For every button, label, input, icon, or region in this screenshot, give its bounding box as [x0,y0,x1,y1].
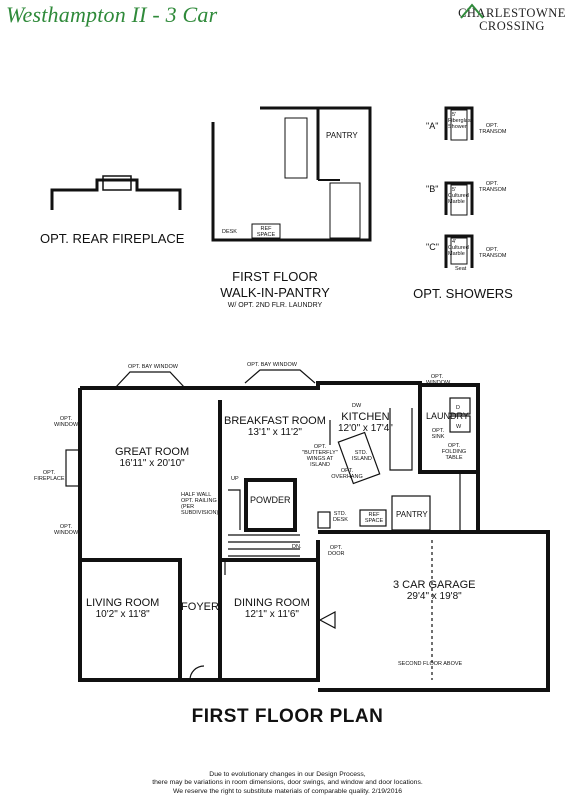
std-island-note: STD. ISLAND [352,450,372,463]
pantry-inset-title-3: W/ OPT. 2ND FLR. LAUNDRY [227,302,323,309]
logo-mark-icon [460,3,484,19]
bay-window-left-note: OPT. BAY WINDOW [128,364,178,370]
brand-logo: CHARLESTOWNE CROSSING [457,3,567,34]
disclaimer-line-1: Due to evolutionary changes in our Desig… [209,771,366,778]
dw-note: DW [352,403,362,409]
foyer-label: FOYER [181,601,219,613]
shower-c-label: "C" [426,242,439,252]
opt-window-top-note: OPT. WINDOW [426,374,451,387]
pantry-inset-room: PANTRY [326,131,358,140]
opt-folding-table-note: OPT. FOLDING TABLE [441,443,467,462]
opt-door-note: OPT. DOOR [328,545,345,558]
showers-inset [444,106,474,268]
washer-note: W [456,424,462,430]
shower-c-seat: Seat [455,266,467,272]
shower-c-transom: OPT. TRANSOM [479,247,507,260]
walk-in-pantry-inset [211,106,372,242]
opt-window-left2-note: OPT. WINDOW [54,524,79,537]
shower-b-label: "B" [426,184,439,194]
ref-space-note: REF SPACE [364,512,384,525]
shower-b-transom: OPT. TRANSOM [479,181,507,194]
second-floor-above-note: SECOND FLOOR ABOVE [398,661,463,667]
main-plan-walls [78,381,550,692]
shower-a-transom: OPT. TRANSOM [479,123,507,136]
rear-fireplace-label: OPT. REAR FIREPLACE [40,231,185,246]
pantry-inset-desk: DESK [222,229,237,235]
laundry-label: LAUNDRY [426,411,469,421]
opt-sink-note: OPT. SINK [431,428,445,441]
pantry-label: PANTRY [396,510,428,519]
pantry-inset-title-1: FIRST FLOOR [232,269,318,284]
disclaimer-line-3: We reserve the right to substitute mater… [172,787,403,795]
butterfly-wings-note: OPT. "BUTTERFLY" WINGS AT ISLAND [302,444,338,469]
opt-window-left1-note: OPT. WINDOW [54,416,79,429]
disclaimer: Due to evolutionary changes in our Desig… [0,771,575,796]
brand-line2: CROSSING [479,19,545,33]
opt-overhang-note: OPT. OVERHANG [331,468,363,481]
dryer-note: D [456,405,460,411]
rear-fireplace-inset [50,175,182,210]
brand-line1: CHARLESTOWNE [458,6,566,20]
half-wall-note: HALF WALL OPT. RAILING (PER SUBDIVISION) [181,492,219,517]
pantry-inset-title-2: WALK-IN-PANTRY [220,285,330,300]
disclaimer-line-2: there may be variations in room dimensio… [152,779,423,787]
shower-c-desc: 4' Cultured Marble [448,239,469,258]
stair-up-note: UP [231,476,239,482]
pantry-inset-ref-space: REF SPACE [256,226,276,239]
plan-name-title: Westhampton II - 3 Car [6,2,218,27]
powder-label: POWDER [250,495,291,505]
opt-fireplace-note: OPT. FIREPLACE [34,470,65,483]
first-floor-plan-title: FIRST FLOOR PLAN [191,706,384,727]
bay-window-right-note: OPT. BAY WINDOW [247,362,297,368]
shower-a-desc: 5' Fiberglass Shower [448,112,474,131]
showers-title: OPT. SHOWERS [413,286,513,301]
std-desk-note: STD. DESK [333,511,348,524]
stair-down-note: DN. [292,544,302,550]
shower-a-label: "A" [426,121,439,131]
shower-b-desc: 5' Cultured Marble [448,187,469,206]
